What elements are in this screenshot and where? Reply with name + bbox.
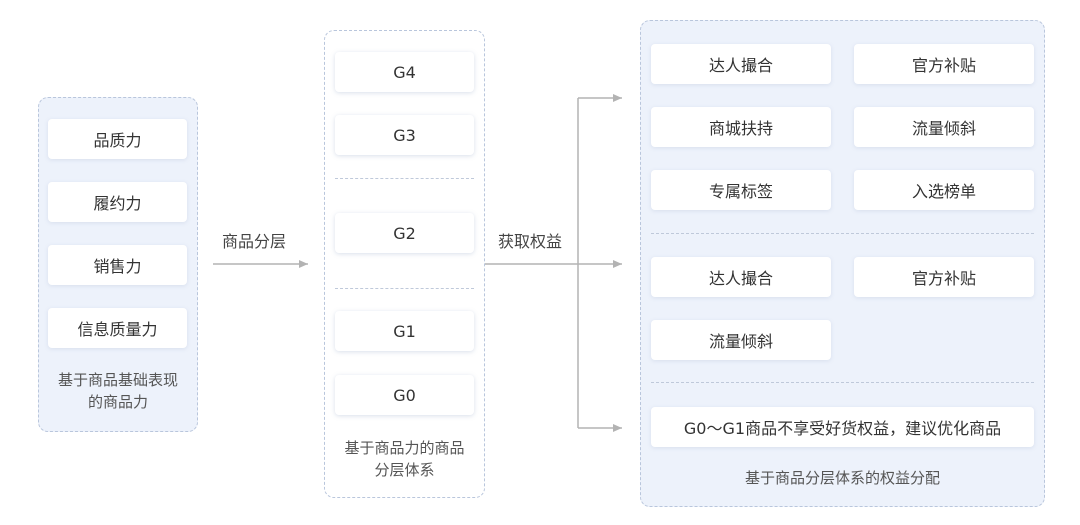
ability-card-quality: 品质力: [48, 119, 187, 159]
arrow2-label: 获取权益: [498, 232, 563, 251]
ability-card-fulfillment: 履约力: [48, 182, 187, 222]
benefit-card-top-3: 商城扶持: [651, 107, 831, 147]
benefits-caption: 基于商品分层体系的权益分配: [744, 469, 940, 487]
benefit-card-mid-3: 流量倾斜: [651, 320, 831, 360]
benefit-card-top-4: 流量倾斜: [854, 107, 1034, 147]
ability-caption-line1: 基于商品基础表现: [57, 371, 178, 389]
ability-caption: 基于商品基础表现 的商品力: [38, 369, 198, 413]
benefits-separator-2: [651, 382, 1034, 383]
grade-card-g3: G3: [335, 115, 474, 155]
benefit-card-mid-2: 官方补贴: [854, 257, 1034, 297]
grade-card-g0: G0: [335, 375, 474, 415]
grades-caption: 基于商品力的商品 分层体系: [324, 437, 485, 481]
arrow1-label: 商品分层: [222, 232, 287, 251]
benefit-card-mid-1: 达人撮合: [651, 257, 831, 297]
benefit-card-top-5: 专属标签: [651, 170, 831, 210]
grade-card-g4: G4: [335, 52, 474, 92]
ability-caption-line2: 的商品力: [87, 393, 148, 411]
grades-separator-1: [335, 178, 474, 179]
grades-separator-2: [335, 288, 474, 289]
ability-card-info-quality: 信息质量力: [48, 308, 187, 348]
grades-caption-line2: 分层体系: [374, 461, 435, 479]
benefit-card-top-2: 官方补贴: [854, 44, 1034, 84]
benefit-card-top-6: 入选榜单: [854, 170, 1034, 210]
grades-caption-line1: 基于商品力的商品: [344, 439, 465, 457]
grade-card-g1: G1: [335, 311, 474, 351]
benefit-card-top-1: 达人撮合: [651, 44, 831, 84]
ability-card-sales: 销售力: [48, 245, 187, 285]
grades-panel: [324, 30, 485, 498]
grade-card-g2: G2: [335, 213, 474, 253]
benefit-card-low: G0～G1商品不享受好货权益，建议优化商品: [651, 407, 1034, 447]
benefits-separator-1: [651, 233, 1034, 234]
